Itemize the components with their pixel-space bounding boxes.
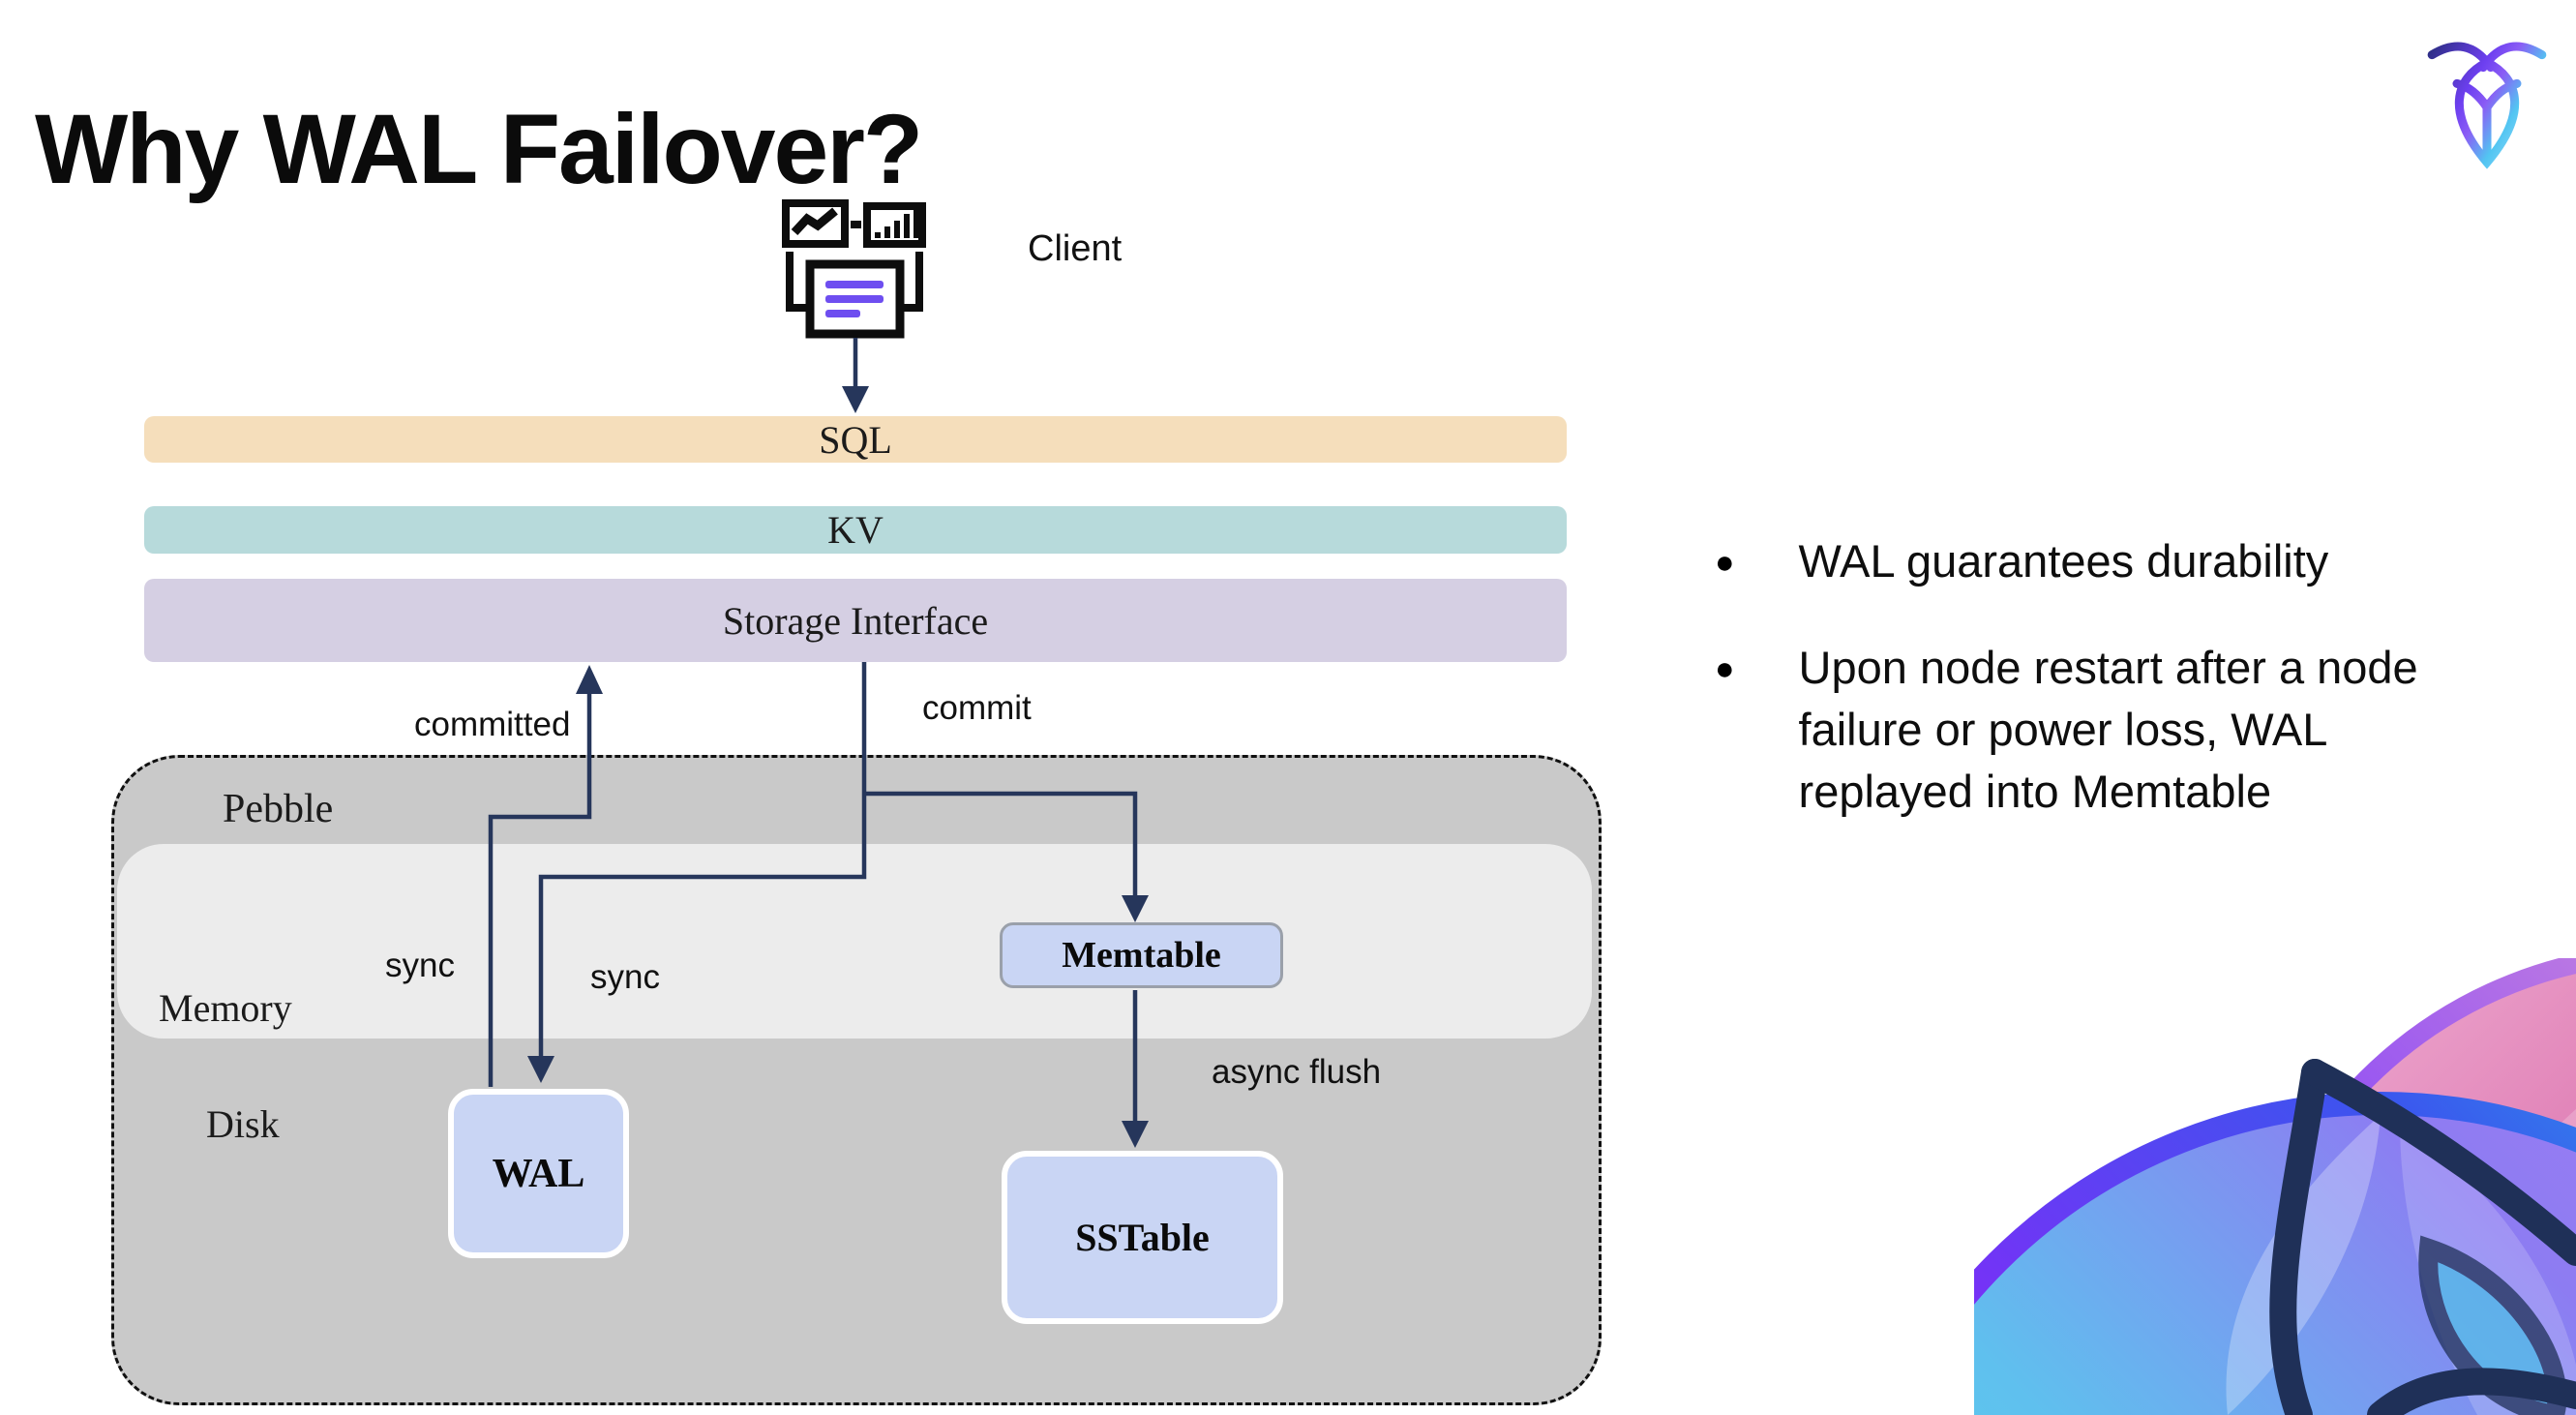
client-linechart-frame <box>782 199 849 248</box>
client-label: Client <box>1028 228 1123 269</box>
client-bracket-left <box>786 252 807 312</box>
memory-band <box>117 844 1592 1039</box>
page-title: Why WAL Failover? <box>35 94 923 205</box>
wal-node: WAL <box>448 1089 629 1258</box>
layer-sql: SQL <box>144 416 1567 463</box>
sync-left-edge-label: sync <box>385 947 455 984</box>
layer-storage-interface: Storage Interface <box>144 579 1567 662</box>
sstable-node: SSTable <box>1002 1151 1283 1324</box>
layer-kv: KV <box>144 506 1567 554</box>
brand-spheres-artwork <box>1974 958 2576 1415</box>
bullet-text: WAL guarantees durability <box>1798 535 2329 587</box>
list-item: ● WAL guarantees durability <box>1715 530 2470 594</box>
roach-body-curve <box>2269 1059 2328 1415</box>
wal-label: WAL <box>492 1151 585 1196</box>
bullet-list: ● WAL guarantees durability ● Upon node … <box>1715 530 2470 865</box>
roach-limb-bottom <box>2367 1368 2576 1415</box>
memory-label: Memory <box>159 986 292 1030</box>
cockroachdb-logo-icon <box>2427 42 2547 169</box>
layer-storage-label: Storage Interface <box>722 598 989 643</box>
bullet-dot-icon: ● <box>1715 544 1735 581</box>
client-apps-icon <box>782 199 926 339</box>
client-barchart-icon <box>875 209 919 238</box>
committed-edge-label: committed <box>414 706 571 743</box>
sstable-label: SSTable <box>1075 1216 1210 1259</box>
async-flush-edge-label: async flush <box>1212 1053 1382 1091</box>
client-doc-frame <box>805 259 905 339</box>
disk-label: Disk <box>206 1102 280 1146</box>
roach-limb-right <box>2301 1059 2576 1266</box>
client-doc-lines <box>825 281 884 317</box>
layer-sql-label: SQL <box>819 417 892 462</box>
client-bracket-right <box>902 252 923 312</box>
bullet-dot-icon: ● <box>1715 650 1735 687</box>
bullet-text: Upon node restart after a node failure o… <box>1798 642 2418 817</box>
sync-right-edge-label: sync <box>590 958 660 996</box>
blue-sphere-petal-left <box>2226 1115 2381 1415</box>
logo-vein-right <box>2482 78 2522 112</box>
list-item: ● Upon node restart after a node failure… <box>1715 637 2470 823</box>
layer-kv-label: KV <box>827 508 884 552</box>
client-linechart-icon <box>791 207 838 236</box>
client-barchart-frame <box>863 202 926 248</box>
memtable-node: Memtable <box>1000 922 1283 988</box>
pebble-label: Pebble <box>223 787 334 831</box>
client-dash <box>851 221 861 228</box>
commit-edge-label: commit <box>922 689 1032 727</box>
memtable-label: Memtable <box>1062 935 1221 976</box>
